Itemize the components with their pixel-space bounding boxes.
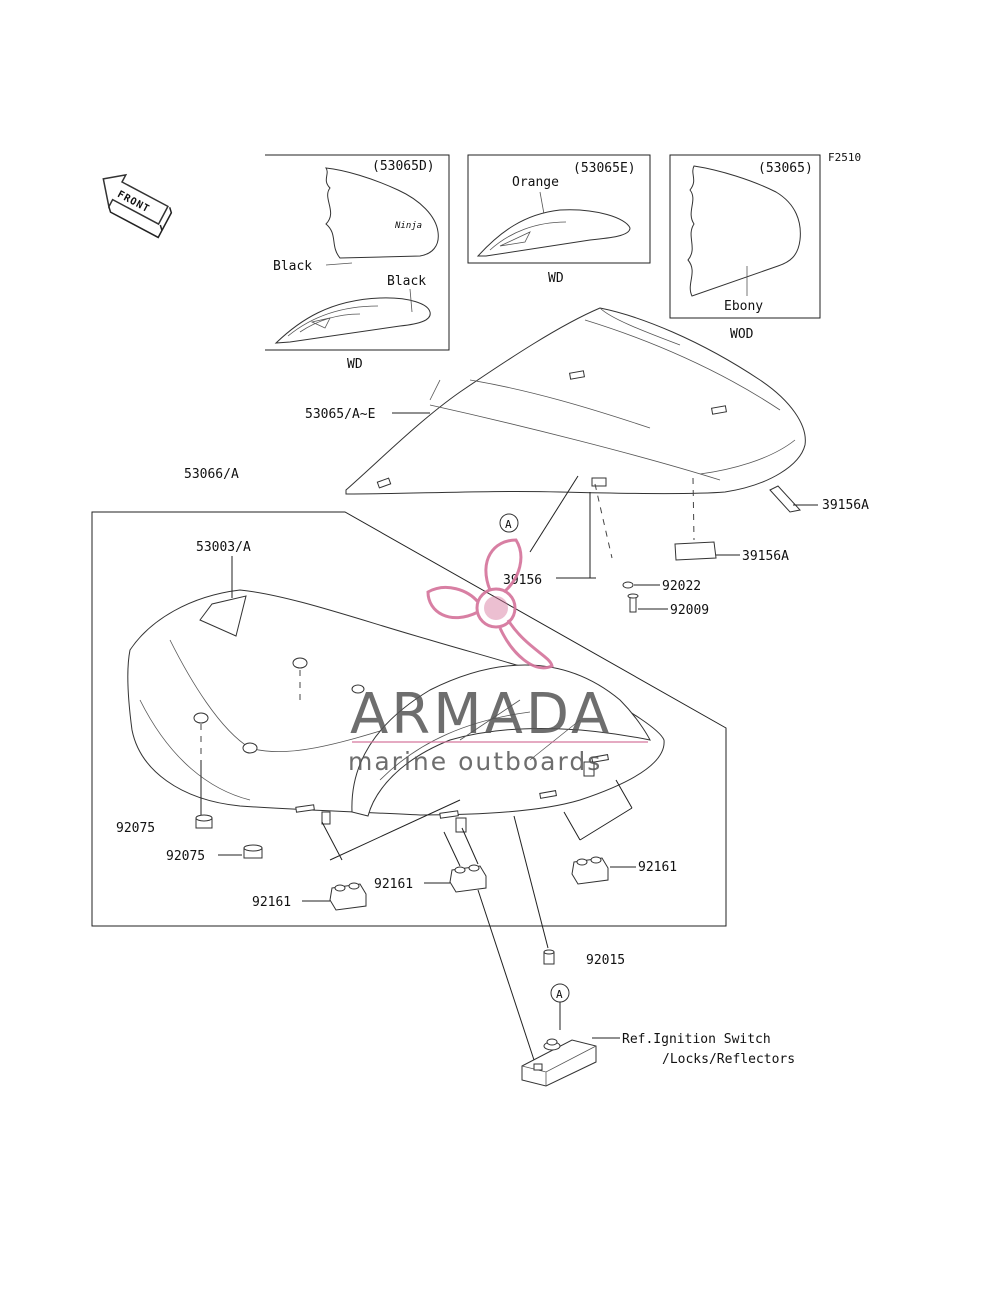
callout-washer: 92022 (662, 579, 701, 594)
figure-code: F2510 (828, 151, 861, 164)
inset-3-color-1: Ebony (724, 299, 763, 314)
seat-assy-frame (91, 511, 727, 927)
callout-damper-1: 92075 (116, 821, 155, 836)
seat-main: 53003/A (127, 540, 665, 833)
tag-39156a-bottom: 39156A (674, 541, 789, 564)
front-arrow-icon: FRONT (102, 173, 173, 239)
watermark-tagline: marine outboards (348, 747, 602, 776)
inset-2-code: (53065E) (573, 161, 636, 176)
callout-bracket-right: 92161 (638, 860, 677, 875)
callout-tag-bottom: 39156A (742, 549, 789, 564)
tag-39156a-top: 39156A (769, 485, 869, 513)
bracket-92161-left: 92161 (252, 799, 461, 911)
callout-seat-cowl: 53065/A~E (305, 407, 375, 422)
mount-slot-icon (295, 754, 609, 833)
inset-1-code: (53065D) (372, 159, 435, 174)
damper-92075-a: 92075 (116, 760, 213, 836)
bracket-92161-right: 92161 (563, 779, 677, 885)
inset-2-caption: WD (548, 271, 564, 286)
seat-pad (199, 595, 247, 637)
ignition-lock-assembly: Ref.Ignition Switch /Locks/Reflectors (477, 889, 795, 1087)
marker-a-top: A (499, 475, 579, 553)
inset-53065e: (53065E) Orange WD (467, 154, 651, 286)
callout-tag-top: 39156A (822, 498, 869, 513)
logo-decal-icon: Ninja (394, 221, 422, 231)
inset-1-color-2: Black (387, 274, 426, 289)
callout-damper-2: 92075 (166, 849, 205, 864)
seat-cowl: 53065/A~E (305, 307, 806, 559)
inset-2-color-1: Orange (512, 175, 559, 190)
callout-bracket-center: 92161 (374, 877, 413, 892)
inset-3-code: (53065) (758, 161, 813, 176)
callout-seat-pad: 53003/A (196, 540, 251, 555)
marker-a-top-label: A (505, 518, 512, 531)
armada-logo-icon (426, 538, 554, 670)
bolt-92009: 92009 (627, 593, 709, 618)
inset-3-caption: WOD (730, 327, 754, 342)
marker-a-bottom-label: A (556, 988, 563, 1001)
inset-53065: (53065) Ebony WOD (669, 154, 821, 342)
inset-1-caption: WD (347, 357, 363, 372)
collar-92015: 92015 (513, 815, 625, 968)
callout-collar: 92015 (586, 953, 625, 968)
washer-92022: 92022 (622, 579, 701, 594)
inset-1-color-1: Black (273, 259, 312, 274)
marker-a-bottom: A (550, 983, 570, 1030)
callout-ref-line-2: /Locks/Reflectors (662, 1052, 795, 1067)
callout-bolt: 92009 (670, 603, 709, 618)
callout-bracket-left: 92161 (252, 895, 291, 910)
mount-slot-icon (376, 370, 727, 489)
bracket-92161-center: 92161 (374, 827, 487, 893)
inset-53065d: (53065D) Ninja Black Black WD (265, 154, 450, 372)
callout-ref-line-1: Ref.Ignition Switch (622, 1032, 771, 1047)
watermark-name: ARMADA (350, 682, 612, 747)
grommet-icon (193, 657, 365, 754)
damper-92075-b: 92075 (166, 844, 263, 864)
callout-seat-assy: 53066/A (184, 467, 239, 482)
